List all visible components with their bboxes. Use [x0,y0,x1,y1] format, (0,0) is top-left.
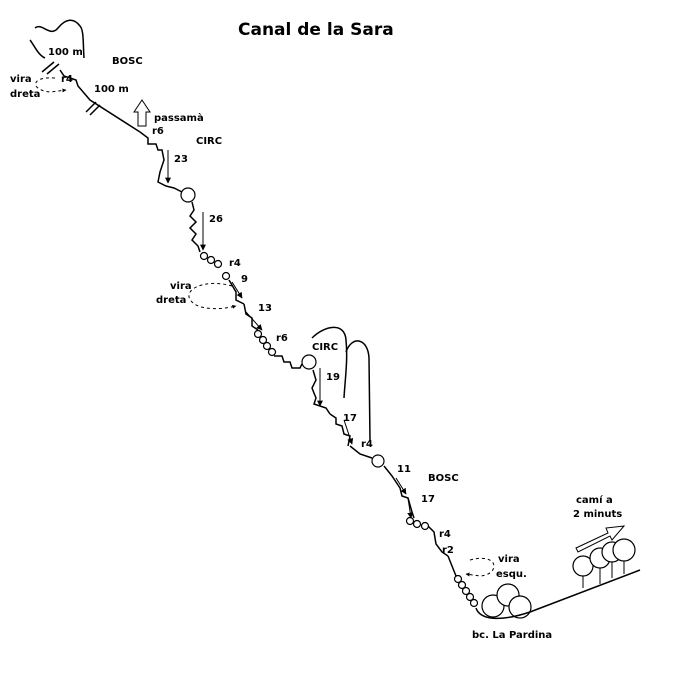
rappel-length: 19 [326,372,340,383]
turn-label: vira [10,74,32,85]
circ-escape-line [311,326,348,399]
dashed-turn-arrow-icon [188,282,237,310]
tree-icon [612,538,636,574]
jump-label: r6 [276,333,288,344]
diagram-title: Canal de la Sara [238,20,394,40]
canyon-path [349,445,373,459]
confluence-label: bc. La Pardina [472,630,552,641]
rappel-arrow-icon [343,419,354,445]
rappel-length: 26 [209,214,223,225]
pool-icon [253,329,263,339]
pool-icon [371,454,385,468]
pool-icon [262,341,272,351]
pool-icon [461,586,471,596]
pool-icon [258,335,268,345]
rappel-arrow-icon [231,281,243,299]
canyon-path [475,569,641,620]
pool-icon [412,519,422,529]
canyon-path [274,355,303,369]
distance-mark [85,101,97,113]
escape-arrow-icon [575,525,626,553]
turn-label: vira [498,554,520,565]
forest-boundary-line [34,19,85,59]
canyon-path [311,369,331,415]
rappel-arrow-icon [245,311,263,331]
rappel-length: 23 [174,154,188,165]
canyon-path [329,413,351,447]
circ-label: CIRC [312,342,338,353]
pool-icon [267,347,277,357]
circ-label: CIRC [196,136,222,147]
jump-label: r2 [442,545,454,556]
pool-icon [221,271,231,281]
dashed-turn-arrow-icon [35,77,67,93]
pool-icon [457,580,467,590]
dashed-turn-arrow-icon [465,557,495,577]
jump-label: r4 [439,529,451,540]
forest-label: BOSC [428,473,459,484]
circ-escape-line [345,340,371,441]
pool-icon [301,354,317,370]
rappel-length: 17 [421,494,435,505]
distance-mark [89,104,101,116]
forest-label: BOSC [112,56,143,67]
turn-label: esqu. [496,569,527,580]
distance-label: 100 m [94,84,129,95]
exit-arrow-icon [133,99,151,127]
boulder-icon [508,595,532,619]
rappel-length: 13 [258,303,272,314]
canyon-path [427,525,449,557]
turn-label: dreta [156,295,186,306]
jump-label: r4 [229,258,241,269]
distance-mark [41,61,55,73]
rappel-length: 11 [397,464,411,475]
pool-icon [199,251,209,261]
rappel-length: 9 [241,274,248,285]
rappel-length: 17 [343,413,357,424]
pool-icon [420,521,430,531]
trail-label: 2 minuts [573,509,622,520]
pool-icon [453,574,463,584]
pool-icon [405,516,415,526]
pool-icon [469,598,479,608]
canyon-path [59,69,141,133]
canyon-path [447,555,457,577]
handline-label: passamà [154,112,204,124]
canyon-path [228,279,245,305]
tree-icon [572,555,594,588]
canyon-path [188,201,201,253]
distance-mark [46,63,60,75]
rappel-arrow-icon [395,477,407,495]
canyon-path [139,131,183,193]
jump-label: r6 [152,126,164,137]
trail-label: camí a [576,494,613,506]
pool-icon [213,259,223,269]
pool-icon [465,592,475,602]
pool-icon [180,187,196,203]
rappel-arrow-icon [407,497,414,519]
pool-icon [206,255,216,265]
distance-label: 100 m [48,47,83,58]
jump-label: r4 [361,439,373,450]
turn-label: vira [170,281,192,292]
jump-label: r4 [61,74,73,85]
forest-edge-line [29,39,46,59]
turn-label: dreta [10,89,40,100]
